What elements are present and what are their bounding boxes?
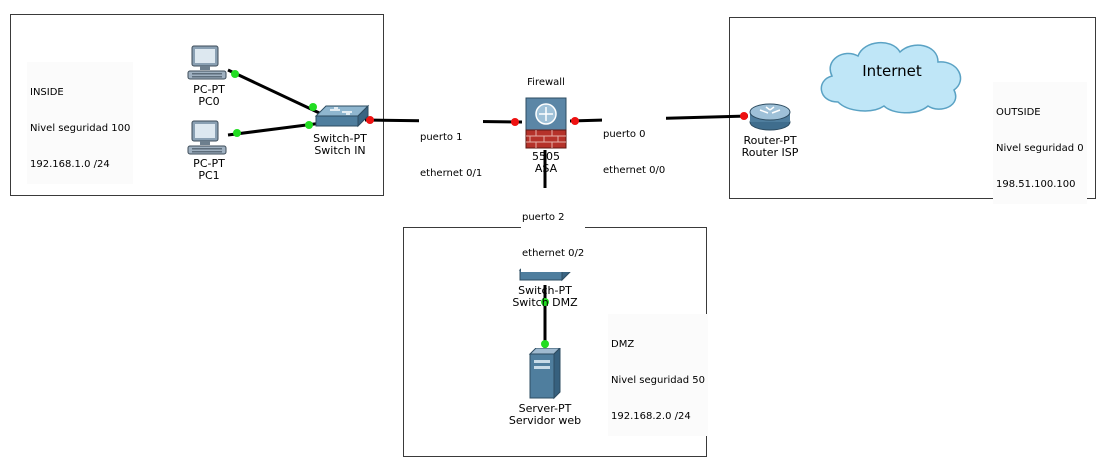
port-label-p0: puerto 0 ethernet 0/0 — [602, 105, 667, 189]
switch-in-icon — [314, 104, 370, 128]
router-device[interactable] — [748, 100, 792, 132]
internet-cloud[interactable]: Internet — [812, 32, 972, 116]
router-icon — [749, 103, 791, 131]
link-light-server — [541, 340, 549, 348]
link-light-fw-p1 — [511, 118, 519, 126]
firewall-icon — [525, 97, 567, 149]
switch-dmz-type-label: Switch-PT — [518, 284, 572, 297]
outside-note-level: Nivel seguridad 0 — [996, 143, 1084, 154]
outside-note-title: OUTSIDE — [996, 107, 1041, 118]
internet-label: Internet — [862, 62, 922, 80]
outside-note-network: 198.51.100.100 — [996, 179, 1076, 190]
link-light-switch-uplink — [366, 116, 374, 124]
pc0-name-label: PC0 — [198, 95, 220, 108]
pc1-name-label: PC1 — [198, 169, 220, 182]
pc1-type-label: PC-PT — [193, 157, 225, 170]
dmz-note-level: Nivel seguridad 50 — [611, 375, 705, 386]
switch-in-name-label: Switch IN — [314, 144, 366, 157]
port-p0-line1: puerto 0 — [603, 129, 646, 140]
switch-dmz-name-label: Switch DMZ — [512, 296, 578, 309]
outside-note: OUTSIDE Nivel seguridad 0 198.51.100.100 — [993, 82, 1087, 204]
inside-note: INSIDE Nivel seguridad 100 192.168.1.0 /… — [27, 62, 134, 184]
port-p1-line2: ethernet 0/1 — [420, 168, 483, 179]
link-light-switch-pc0 — [309, 103, 317, 111]
link-light-pc1 — [233, 129, 241, 137]
link-light-pc0 — [231, 70, 239, 78]
port-p2-line1: puerto 2 — [522, 212, 565, 223]
firewall-title-label: Firewall — [527, 77, 565, 88]
link-light-switch-pc1 — [305, 121, 313, 129]
port-label-p1: puerto 1 ethernet 0/1 — [419, 108, 484, 192]
pc0-type-label: PC-PT — [193, 83, 225, 96]
pc0-device[interactable] — [186, 44, 230, 84]
switch-in-type-label: Switch-PT — [313, 132, 367, 145]
server-type-label: Server-PT — [518, 402, 572, 415]
router-type-label: Router-PT — [743, 134, 797, 147]
firewall-name-label: ASA — [534, 162, 558, 175]
firewall-device[interactable] — [522, 96, 570, 150]
router-name-label: Router ISP — [741, 146, 799, 159]
inside-note-network: 192.168.1.0 /24 — [30, 159, 110, 170]
inside-note-level: Nivel seguridad 100 — [30, 123, 131, 134]
port-label-p2: puerto 2 ethernet 0/2 — [521, 188, 586, 272]
port-p1-line1: puerto 1 — [420, 132, 463, 143]
server-device[interactable] — [528, 346, 562, 400]
pc1-icon — [187, 120, 227, 155]
server-name-label: Servidor web — [508, 414, 582, 427]
port-p2-line2: ethernet 0/2 — [522, 248, 585, 259]
inside-note-title: INSIDE — [30, 87, 64, 98]
firewall-model-label: 5505 — [532, 150, 560, 163]
cloud-icon — [820, 42, 962, 114]
link-light-router — [740, 112, 748, 120]
server-icon — [528, 346, 562, 400]
link-light-dmzswitch — [541, 298, 549, 306]
pc1-device[interactable] — [186, 119, 230, 159]
port-p0-line2: ethernet 0/0 — [603, 165, 666, 176]
pc0-icon — [187, 45, 227, 80]
dmz-note-network: 192.168.2.0 /24 — [611, 411, 691, 422]
link-light-fw-p0 — [571, 117, 579, 125]
cable-pc1-switch[interactable] — [227, 120, 331, 137]
dmz-note: DMZ Nivel seguridad 50 192.168.2.0 /24 — [608, 314, 708, 436]
dmz-note-title: DMZ — [611, 339, 635, 350]
switch-in-device[interactable] — [312, 104, 370, 130]
